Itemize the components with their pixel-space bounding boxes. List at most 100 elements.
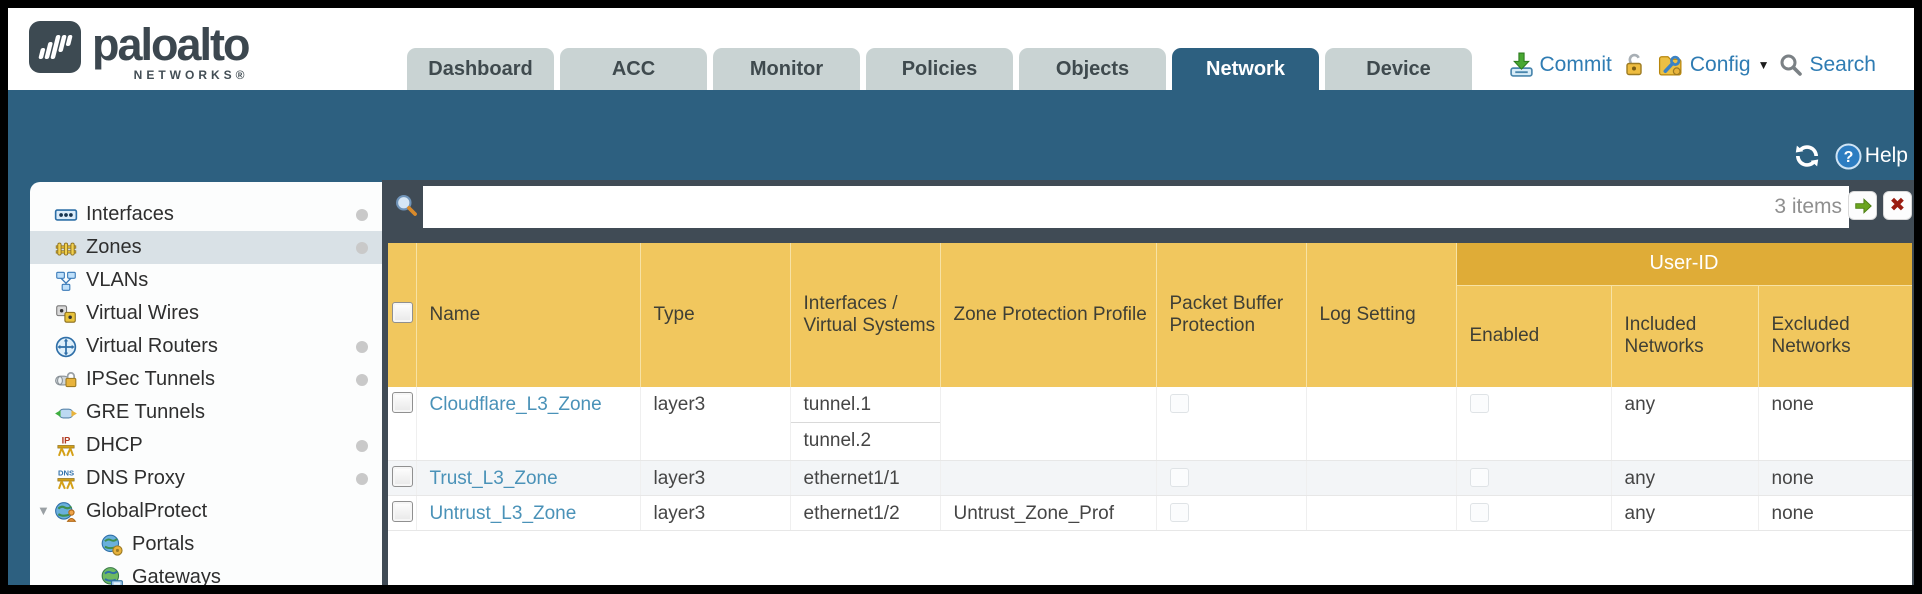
- apply-filter-button[interactable]: [1848, 191, 1877, 220]
- zone-name-link[interactable]: Trust_L3_Zone: [429, 467, 558, 489]
- gateways-icon: [100, 566, 124, 585]
- sidebar-item-label: VLANs: [86, 269, 149, 291]
- clear-filter-button[interactable]: ✖: [1883, 191, 1912, 220]
- packet-buffer-protection-cell: [1156, 495, 1307, 531]
- user-id-enabled-cell: [1456, 460, 1612, 496]
- col-header-included-networks[interactable]: Included Networks: [1611, 284, 1759, 387]
- zone-name-link[interactable]: Cloudflare_L3_Zone: [429, 394, 602, 415]
- refresh-icon[interactable]: [1793, 142, 1821, 170]
- config-menu-button[interactable]: Config ▼: [1656, 51, 1769, 78]
- sidebar-item-gateways[interactable]: Gateways: [30, 561, 382, 585]
- interface-entry: ethernet1/1: [803, 467, 900, 489]
- sidebar-item-label: Virtual Wires: [86, 302, 199, 324]
- sidebar-item-interfaces[interactable]: Interfaces: [30, 198, 382, 231]
- col-header-log-setting[interactable]: Log Setting: [1306, 243, 1457, 387]
- sidebar-item-virtual-routers[interactable]: Virtual Routers: [30, 330, 382, 363]
- commit-label: Commit: [1539, 52, 1612, 76]
- status-dot: [356, 209, 368, 221]
- tab-acc[interactable]: ACC: [560, 48, 707, 90]
- help-icon: ?: [1835, 143, 1862, 169]
- packet-buffer-protection-checkbox[interactable]: [1169, 394, 1189, 413]
- tab-monitor[interactable]: Monitor: [713, 48, 860, 90]
- sidebar-item-vlans[interactable]: VLANs: [30, 264, 382, 297]
- col-header-packet-buffer-protection[interactable]: Packet Buffer Protection: [1156, 243, 1307, 387]
- sidebar-item-label: GlobalProtect: [86, 500, 208, 522]
- user-id-enabled-cell: [1456, 495, 1612, 531]
- paloalto-logo-icon: [29, 21, 81, 73]
- included-networks-cell: any: [1611, 387, 1759, 461]
- globalprotect-icon: [54, 500, 78, 524]
- col-header-excluded-networks[interactable]: Excluded Networks: [1758, 284, 1912, 387]
- row-checkbox[interactable]: [392, 465, 413, 487]
- user-id-enabled-checkbox[interactable]: [1469, 467, 1489, 487]
- sidebar-item-label: Zones: [86, 236, 142, 258]
- log-setting-cell: [1306, 460, 1457, 496]
- top-actions: Commit Config ▼: [1508, 51, 1876, 78]
- lock-button[interactable]: [1621, 52, 1647, 78]
- packet-buffer-protection-checkbox[interactable]: [1169, 467, 1189, 487]
- portals-icon: [100, 533, 124, 557]
- col-group-user-id: User-ID: [1455, 243, 1912, 285]
- svg-text:?: ?: [1843, 149, 1853, 166]
- sidebar-item-portals[interactable]: Portals: [30, 528, 382, 561]
- status-dot: [356, 341, 368, 353]
- zone-name-cell: Cloudflare_L3_Zone: [416, 387, 641, 461]
- user-id-enabled-checkbox[interactable]: [1469, 502, 1489, 522]
- sidebar-item-ipsec-tunnels[interactable]: IPSec Tunnels: [30, 363, 382, 396]
- config-label: Config: [1689, 52, 1751, 76]
- col-header-name[interactable]: Name: [416, 243, 641, 387]
- col-header-zone-protection-profile[interactable]: Zone Protection Profile: [940, 243, 1157, 387]
- config-icon: [1658, 55, 1682, 76]
- sidebar-item-globalprotect[interactable]: ▼ GlobalProtect: [30, 495, 382, 528]
- search-button[interactable]: Search: [1778, 52, 1876, 78]
- sidebar-item-label: GRE Tunnels: [86, 401, 205, 423]
- packet-buffer-protection-checkbox[interactable]: [1169, 502, 1189, 522]
- interface-entry: tunnel.2: [803, 430, 872, 451]
- zone-type-cell: layer3: [640, 387, 791, 461]
- filter-input[interactable]: [423, 186, 1849, 228]
- dhcp-icon: IP: [54, 434, 78, 458]
- expand-arrow-icon[interactable]: ▼: [37, 503, 50, 518]
- zone-interfaces-cell: ethernet1/2: [790, 495, 941, 531]
- row-select-cell: [388, 387, 417, 461]
- col-header-enabled[interactable]: Enabled: [1456, 284, 1612, 387]
- status-dot: [356, 374, 368, 386]
- zone-name-link[interactable]: Untrust_L3_Zone: [429, 502, 577, 524]
- select-all-checkbox[interactable]: [392, 301, 413, 323]
- brand-sub: NETWORKS®: [133, 68, 249, 82]
- sidebar-item-label: IPSec Tunnels: [86, 368, 215, 390]
- interfaces-icon: [54, 203, 78, 227]
- row-checkbox[interactable]: [392, 500, 413, 522]
- filter-search-icon: [396, 195, 417, 216]
- green-arrow-icon: [1854, 197, 1872, 214]
- sidebar-item-label: DHCP: [86, 434, 143, 456]
- zones-table: Name Type Interfaces / Virtual Systems Z…: [388, 243, 1912, 585]
- zone-name-cell: Trust_L3_Zone: [416, 460, 641, 496]
- col-header-interfaces[interactable]: Interfaces / Virtual Systems: [790, 243, 941, 387]
- tab-device[interactable]: Device: [1325, 48, 1472, 90]
- help-button[interactable]: ? Help: [1835, 143, 1908, 170]
- sidebar-item-zones[interactable]: Zones: [30, 231, 382, 264]
- row-select-cell: [388, 460, 417, 496]
- tab-dashboard[interactable]: Dashboard: [407, 48, 554, 90]
- zone-type-cell: layer3: [640, 495, 791, 531]
- col-header-type[interactable]: Type: [640, 243, 791, 387]
- row-checkbox[interactable]: [392, 392, 413, 413]
- user-id-enabled-checkbox[interactable]: [1469, 394, 1489, 413]
- tab-network[interactable]: Network: [1172, 48, 1319, 90]
- teal-band: ? Help: [8, 90, 1914, 180]
- user-id-enabled-cell: [1456, 387, 1612, 461]
- sidebar-item-virtual-wires[interactable]: Virtual Wires: [30, 297, 382, 330]
- tab-policies[interactable]: Policies: [866, 48, 1013, 90]
- tab-objects[interactable]: Objects: [1019, 48, 1166, 90]
- sidebar-item-gre-tunnels[interactable]: GRE Tunnels: [30, 396, 382, 429]
- header-select-all: [388, 243, 417, 387]
- commit-button[interactable]: Commit: [1508, 51, 1612, 78]
- sidebar-item-dhcp[interactable]: IP DHCP: [30, 429, 382, 462]
